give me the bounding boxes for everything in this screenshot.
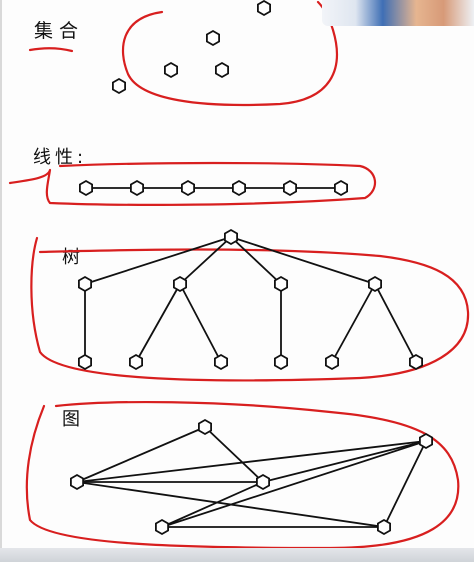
- bottom-strip: [0, 548, 474, 562]
- linear-node-0: [79, 179, 93, 197]
- set-loop: [121, 0, 338, 107]
- linear-node-5: [333, 179, 349, 197]
- graph-edge-0: [76, 426, 206, 483]
- linear-node-4: [282, 179, 298, 197]
- edge-layer: [76, 187, 427, 528]
- tree-node-4: [367, 275, 383, 293]
- tree-node-9: [324, 353, 340, 371]
- graph-node-0: [197, 418, 213, 436]
- graph-edge-6: [383, 440, 427, 528]
- set-node-0: [256, 0, 272, 17]
- annotation-layer: [8, 0, 470, 550]
- label-graph: 图: [62, 409, 84, 430]
- graph-node-4: [154, 518, 170, 536]
- linear-node-1: [129, 179, 145, 197]
- tree-edge-9: [374, 283, 417, 363]
- tree-loop: [30, 236, 470, 382]
- linear-node-2: [180, 179, 196, 197]
- graph-node-5: [376, 518, 392, 536]
- tree-node-1: [78, 275, 92, 293]
- tree-node-10: [408, 353, 424, 371]
- label-set: 集合: [34, 20, 85, 42]
- set-underline: [28, 47, 74, 53]
- label-linear: 线性:: [33, 147, 88, 168]
- set-node-4: [112, 77, 126, 95]
- webcam-overlay: [322, 0, 474, 26]
- graph-node-2: [255, 473, 271, 491]
- tree-node-8: [273, 353, 289, 371]
- graph-node-1: [70, 473, 84, 491]
- graph-edge-5: [262, 440, 427, 483]
- tree-node-3: [273, 275, 289, 293]
- graph-loop: [25, 400, 460, 550]
- tree-node-0: [223, 228, 239, 246]
- tree-edge-3: [230, 236, 376, 285]
- tree-node-6: [128, 353, 144, 371]
- tree-node-5: [78, 353, 92, 371]
- tree-node-7: [213, 353, 229, 371]
- tree-edge-8: [331, 283, 376, 363]
- node-layer: [70, 0, 434, 536]
- graph-edge-7: [161, 481, 264, 528]
- tree-edge-0: [84, 236, 232, 285]
- tree-edge-1: [179, 236, 232, 285]
- tree-node-2: [172, 275, 188, 293]
- linear-node-3: [231, 179, 247, 197]
- graph-edge-3: [76, 440, 427, 483]
- tree-edge-6: [179, 283, 222, 363]
- set-node-1: [205, 29, 221, 47]
- graph-edge-8: [161, 440, 427, 528]
- set-node-2: [163, 61, 179, 79]
- graph-node-3: [418, 432, 434, 450]
- linear-loop: [8, 161, 376, 206]
- tree-edge-2: [230, 236, 282, 285]
- graph-edge-1: [204, 426, 264, 483]
- tree-edge-5: [135, 283, 181, 363]
- set-node-3: [214, 61, 230, 79]
- page-border: [0, 0, 2, 562]
